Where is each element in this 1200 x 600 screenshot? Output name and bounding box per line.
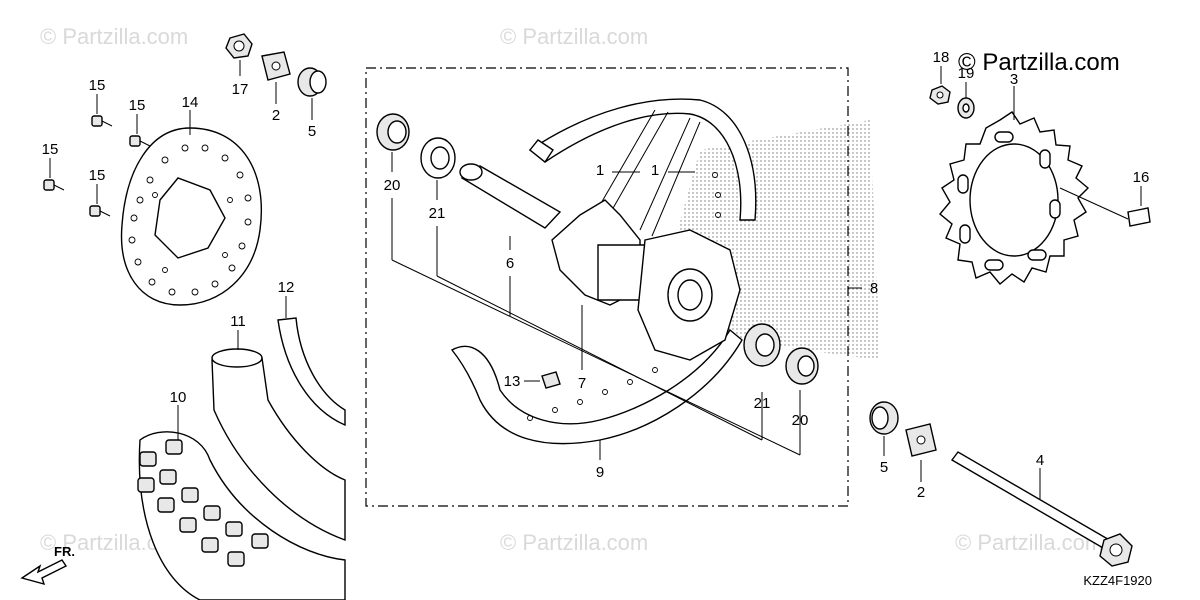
callout-18: 18 bbox=[933, 49, 950, 66]
callout-8: 8 bbox=[870, 280, 878, 297]
callout-7: 7 bbox=[578, 375, 586, 392]
brand-logo: © Partzilla.com bbox=[958, 49, 1120, 76]
adjuster-block[interactable] bbox=[905, 423, 937, 457]
wheel-bearing[interactable] bbox=[743, 323, 781, 367]
disc-bolt[interactable] bbox=[129, 135, 151, 147]
watermark-text: © Partzilla.com bbox=[500, 530, 648, 555]
watermarks: © Partzilla.com © Partzilla.com © Partzi… bbox=[40, 24, 1103, 555]
callout-21: 21 bbox=[429, 205, 446, 222]
callout-16: 16 bbox=[1133, 169, 1150, 186]
callout-2: 2 bbox=[917, 484, 925, 501]
callout-12: 12 bbox=[278, 279, 295, 296]
rim-band[interactable] bbox=[277, 317, 346, 427]
washer[interactable] bbox=[957, 97, 975, 119]
wheel-bearing[interactable] bbox=[420, 137, 456, 179]
valve-cap[interactable] bbox=[541, 371, 561, 389]
callout-15: 15 bbox=[89, 167, 106, 184]
callout-15: 15 bbox=[89, 77, 106, 94]
callout-5: 5 bbox=[880, 459, 888, 476]
rim[interactable] bbox=[450, 98, 757, 445]
callout-19: 19 bbox=[958, 65, 975, 82]
callout-3: 3 bbox=[1010, 71, 1018, 88]
brake-disc[interactable] bbox=[120, 127, 262, 306]
callout-11: 11 bbox=[230, 313, 246, 330]
callout-17: 17 bbox=[232, 81, 249, 98]
disc-bolt[interactable] bbox=[89, 205, 111, 217]
callout-labels: 1 1 2 2 3 4 5 5 6 7 8 9 10 11 12 13 14 1… bbox=[42, 49, 1150, 501]
watermark-text: © Partzilla.com bbox=[500, 24, 648, 49]
axle-nut[interactable] bbox=[225, 33, 253, 59]
callout-10: 10 bbox=[170, 389, 187, 406]
diagram-code: KZZ4F1920 bbox=[1083, 573, 1152, 588]
dust-seal[interactable] bbox=[376, 113, 410, 151]
callout-9: 9 bbox=[596, 464, 604, 481]
callout-5: 5 bbox=[308, 123, 316, 140]
callout-1: 1 bbox=[596, 162, 604, 179]
callout-14: 14 bbox=[182, 94, 199, 111]
dust-seal[interactable] bbox=[785, 347, 819, 385]
direction-label: FR. bbox=[54, 544, 75, 559]
sprocket[interactable] bbox=[939, 111, 1090, 285]
disc-bolt[interactable] bbox=[91, 115, 113, 127]
tire[interactable] bbox=[137, 431, 346, 600]
callout-1: 1 bbox=[651, 162, 659, 179]
inner-tube[interactable] bbox=[211, 348, 346, 541]
spokes[interactable] bbox=[599, 109, 701, 237]
sprocket-bolt[interactable] bbox=[1059, 187, 1151, 227]
side-collar[interactable] bbox=[297, 67, 327, 97]
adjuster-block[interactable] bbox=[261, 51, 291, 81]
front-direction-arrow: FR. bbox=[20, 544, 75, 586]
distance-collar[interactable] bbox=[459, 163, 562, 229]
callout-21: 21 bbox=[754, 395, 771, 412]
callout-20: 20 bbox=[384, 177, 401, 194]
callout-15: 15 bbox=[42, 141, 59, 158]
wheel-hub[interactable] bbox=[551, 199, 741, 361]
watermark-text: © Partzilla.com bbox=[40, 24, 188, 49]
callout-4: 4 bbox=[1036, 452, 1044, 469]
callout-6: 6 bbox=[506, 255, 514, 272]
callout-15: 15 bbox=[129, 97, 146, 114]
sprocket-nut[interactable] bbox=[929, 85, 951, 105]
disc-bolt[interactable] bbox=[43, 179, 65, 191]
callout-13: 13 bbox=[504, 373, 521, 390]
callout-2: 2 bbox=[272, 107, 280, 124]
callout-20: 20 bbox=[792, 412, 809, 429]
rear-axle[interactable] bbox=[950, 451, 1133, 567]
side-collar[interactable] bbox=[869, 401, 899, 435]
